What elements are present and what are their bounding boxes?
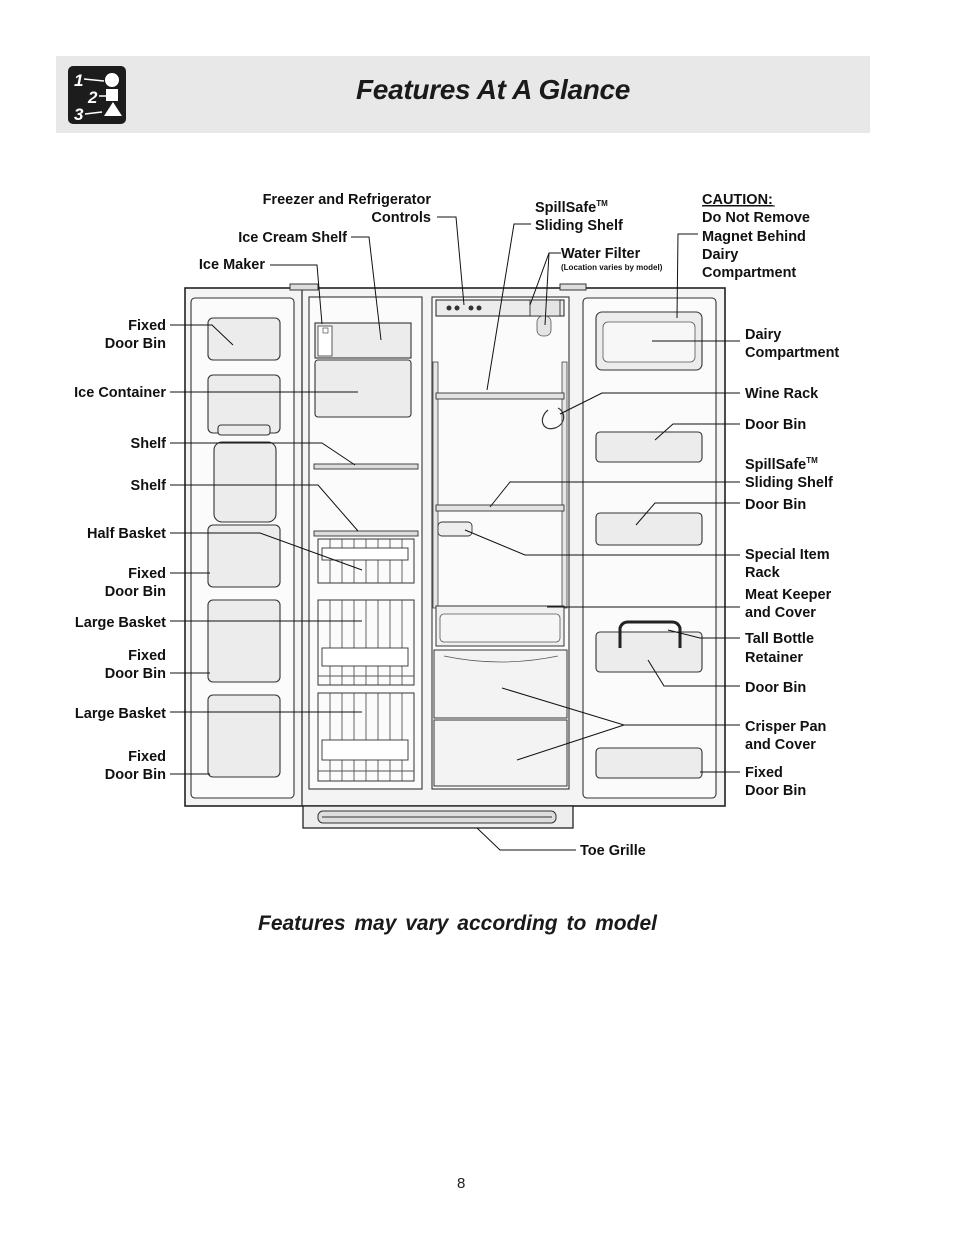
label-half-basket: Half Basket <box>87 526 166 542</box>
large-basket-2-illustration <box>317 692 415 782</box>
svg-text:3: 3 <box>74 105 84 124</box>
label-tall-bottle-line1: Tall Bottle <box>745 631 814 647</box>
label-spillsafe-top-line1: SpillSafeTM <box>535 199 608 216</box>
label-special-rack-line2: Rack <box>745 565 781 581</box>
label-toe-grille: Toe Grille <box>580 843 646 859</box>
label-special-rack-line1: Special Item <box>745 547 830 563</box>
label-fixed-door-bin-3-line1: Fixed <box>128 648 166 664</box>
label-large-basket-1: Large Basket <box>75 615 166 631</box>
label-fixed-door-bin-4-line2: Door Bin <box>105 767 166 783</box>
page-header: 1 2 3 Features At A Glance <box>56 56 870 133</box>
leader-lines <box>170 216 740 851</box>
svg-text:1: 1 <box>74 71 83 90</box>
label-meat-keeper-line2: and Cover <box>745 605 816 621</box>
label-spillsafe-right-line1: SpillSafeTM <box>745 456 818 473</box>
label-fixed-door-bin-1-line1: Fixed <box>128 318 166 334</box>
label-dairy-line1: Dairy <box>745 327 781 343</box>
feature-labels: Freezer and Refrigerator Controls Ice Cr… <box>74 192 839 859</box>
page-title: Features At A Glance <box>356 74 631 105</box>
label-fixed-door-bin-1-line2: Door Bin <box>105 336 166 352</box>
large-basket-1-illustration <box>317 599 415 686</box>
label-crisper-line2: and Cover <box>745 737 816 753</box>
label-caution-line3: Dairy <box>702 247 738 263</box>
label-water-filter: Water Filter <box>561 246 641 262</box>
label-caution-line4: Compartment <box>702 265 796 281</box>
label-door-bin-3: Door Bin <box>745 680 806 696</box>
label-caution-title: CAUTION: <box>702 192 773 208</box>
half-basket-illustration <box>317 538 415 584</box>
svg-text:2: 2 <box>87 88 98 107</box>
steps-1-2-3-icon: 1 2 3 <box>68 66 126 124</box>
label-meat-keeper-line1: Meat Keeper <box>745 587 832 603</box>
label-ice-cream-shelf: Ice Cream Shelf <box>238 230 347 246</box>
label-shelf-2: Shelf <box>131 478 167 494</box>
features-note: Features may vary according to model <box>258 912 657 935</box>
label-wine-rack: Wine Rack <box>745 386 819 402</box>
label-fixed-door-bin-2-line1: Fixed <box>128 566 166 582</box>
label-fixed-door-bin-3-line2: Door Bin <box>105 666 166 682</box>
label-large-basket-2: Large Basket <box>75 706 166 722</box>
label-tall-bottle-line2: Retainer <box>745 650 803 666</box>
label-freezer-controls-line2: Controls <box>371 210 431 226</box>
page-number: 8 <box>457 1175 466 1192</box>
label-spillsafe-top-line2: Sliding Shelf <box>535 218 623 234</box>
label-fixed-door-bin-5-line1: Fixed <box>745 765 783 781</box>
label-door-bin-1: Door Bin <box>745 417 806 433</box>
label-freezer-controls-line1: Freezer and Refrigerator <box>263 192 432 208</box>
label-door-bin-2: Door Bin <box>745 497 806 513</box>
label-caution-line2: Magnet Behind <box>702 229 806 245</box>
label-ice-container: Ice Container <box>74 385 166 401</box>
label-fixed-door-bin-2-line2: Door Bin <box>105 584 166 600</box>
label-ice-maker: Ice Maker <box>199 257 265 273</box>
label-water-filter-note: (Location varies by model) <box>561 263 663 272</box>
label-caution-line1: Do Not Remove <box>702 210 810 226</box>
refrigerator-illustration <box>184 283 726 829</box>
label-dairy-line2: Compartment <box>745 345 839 361</box>
label-fixed-door-bin-5-line2: Door Bin <box>745 783 806 799</box>
label-crisper-line1: Crisper Pan <box>745 719 826 735</box>
label-spillsafe-right-line2: Sliding Shelf <box>745 475 833 491</box>
label-fixed-door-bin-4-line1: Fixed <box>128 749 166 765</box>
label-shelf-1: Shelf <box>131 436 167 452</box>
